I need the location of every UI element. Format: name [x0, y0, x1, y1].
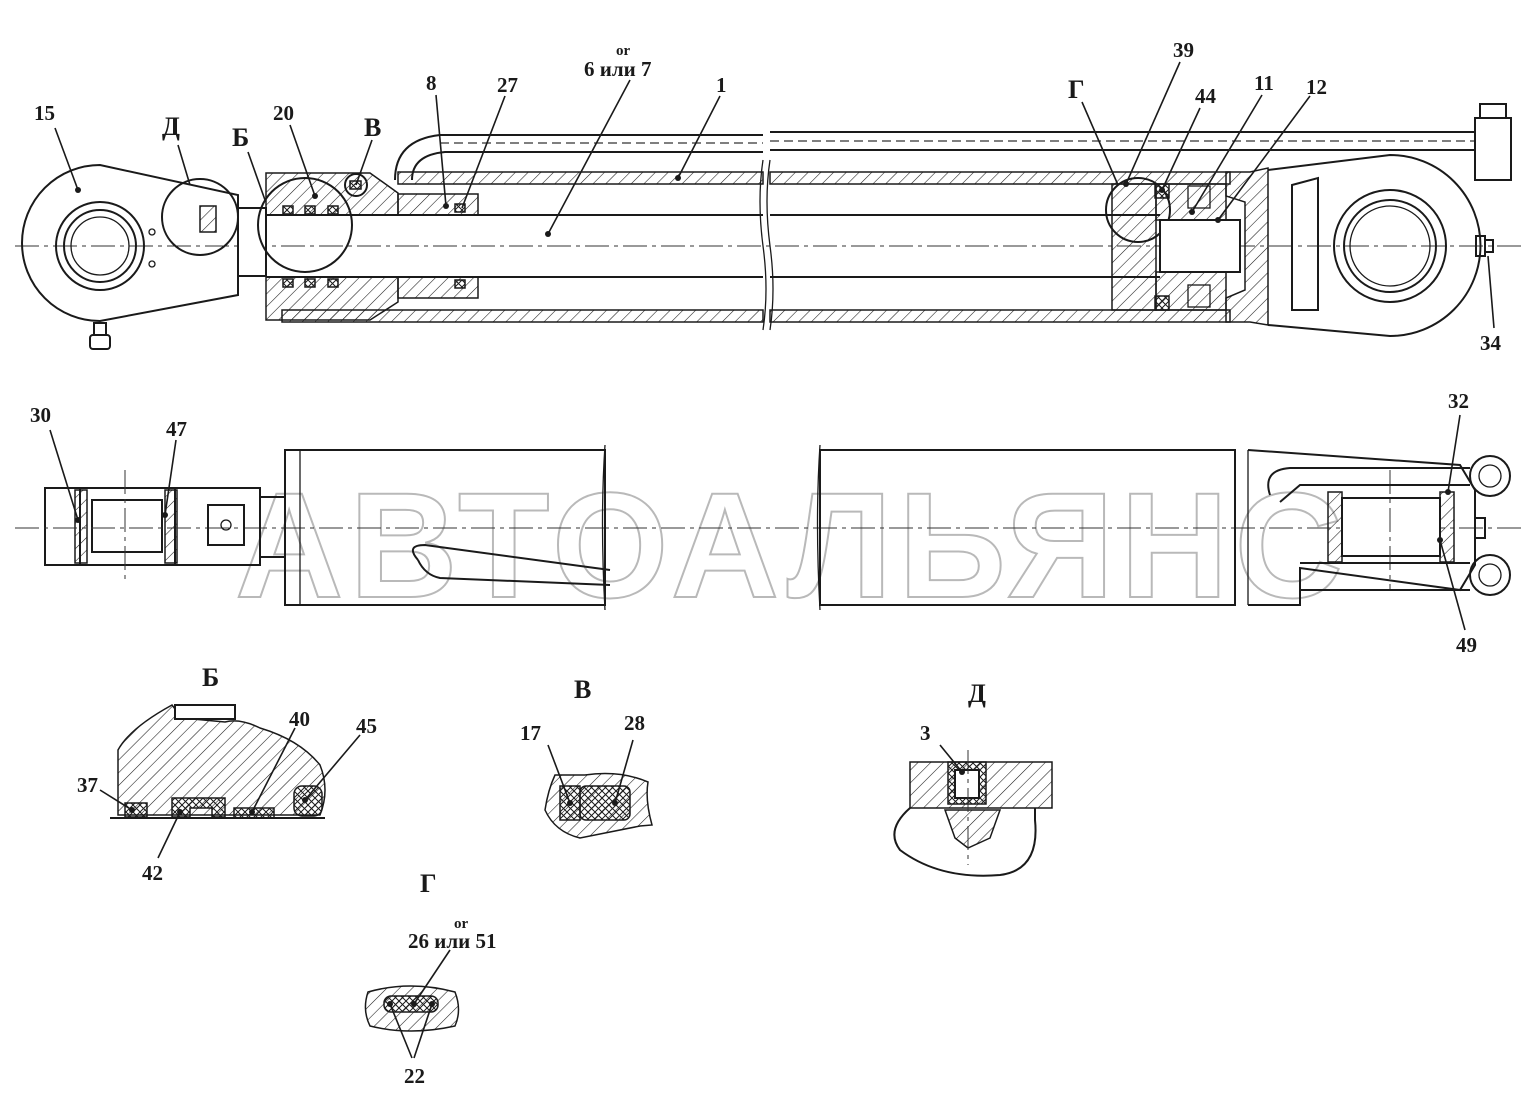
detail-view-g: [364, 949, 460, 1059]
piston-11: [1111, 183, 1157, 311]
callout-30: 30: [30, 403, 51, 427]
side-view: [15, 444, 1525, 611]
callout-1: 1: [716, 73, 727, 97]
side-pipe-fitting-lower: [1469, 554, 1511, 596]
callout-8: 8: [426, 71, 437, 95]
callout-g: Г: [1068, 75, 1085, 104]
leader-lines: [49, 61, 1495, 631]
side-pipe-fitting-upper: [1469, 455, 1511, 497]
callout-20: 20: [273, 101, 294, 125]
callout-49: 49: [1456, 633, 1477, 657]
detail-b-label-45: 45: [356, 714, 377, 738]
cylinder-rear-eye: [1267, 153, 1494, 338]
cylinder-tube-bottom: [281, 309, 764, 323]
callout-47: 47: [166, 417, 187, 441]
callout-labels: 15 Д Б 20 В 8 27 or 6 или 7 1 Г 39 44 11…: [30, 38, 1502, 1088]
callout-34: 34: [1480, 331, 1502, 355]
detail-g-or: or: [454, 916, 469, 932]
detail-v-label-17: 17: [520, 721, 541, 745]
detail-b-label-37: 37: [77, 773, 98, 797]
cylinder-bottom-12: [1225, 167, 1269, 326]
detail-b-title: Б: [202, 663, 219, 692]
detail-d-label-3: 3: [920, 721, 931, 745]
callout-27: 27: [497, 73, 518, 97]
callout-15: 15: [34, 101, 55, 125]
callout-39: 39: [1173, 38, 1194, 62]
callout-v: В: [364, 113, 381, 142]
detail-marker-d: [161, 178, 239, 256]
detail-view-d: [893, 744, 1053, 877]
watermark-text: АВТОАЛЬЯНС: [235, 461, 1349, 629]
callout-32: 32: [1448, 389, 1469, 413]
callout-or-main: or: [616, 43, 631, 59]
side-cylinder-body: [284, 449, 606, 606]
callout-11: 11: [1254, 71, 1274, 95]
detail-view-v: [544, 739, 653, 839]
pipe-fitting: [1474, 117, 1512, 181]
detail-v-title: В: [574, 675, 591, 704]
detail-d-title: Д: [968, 679, 986, 708]
callout-44: 44: [1195, 84, 1217, 108]
rod-end-eye: [21, 163, 267, 350]
detail-view-b: [99, 704, 361, 859]
detail-b-label-40: 40: [289, 707, 310, 731]
callout-12: 12: [1306, 75, 1327, 99]
callout-d: Д: [162, 112, 180, 141]
detail-g-title: Г: [420, 869, 437, 898]
detail-g-label-22: 22: [404, 1064, 425, 1088]
detail-b-label-42: 42: [142, 861, 163, 885]
detail-v-label-28: 28: [624, 711, 645, 735]
callout-6-or-7: 6 или 7: [584, 57, 651, 81]
detail-g-label-26-or-51: 26 или 51: [408, 929, 496, 953]
callout-b: Б: [232, 123, 249, 152]
